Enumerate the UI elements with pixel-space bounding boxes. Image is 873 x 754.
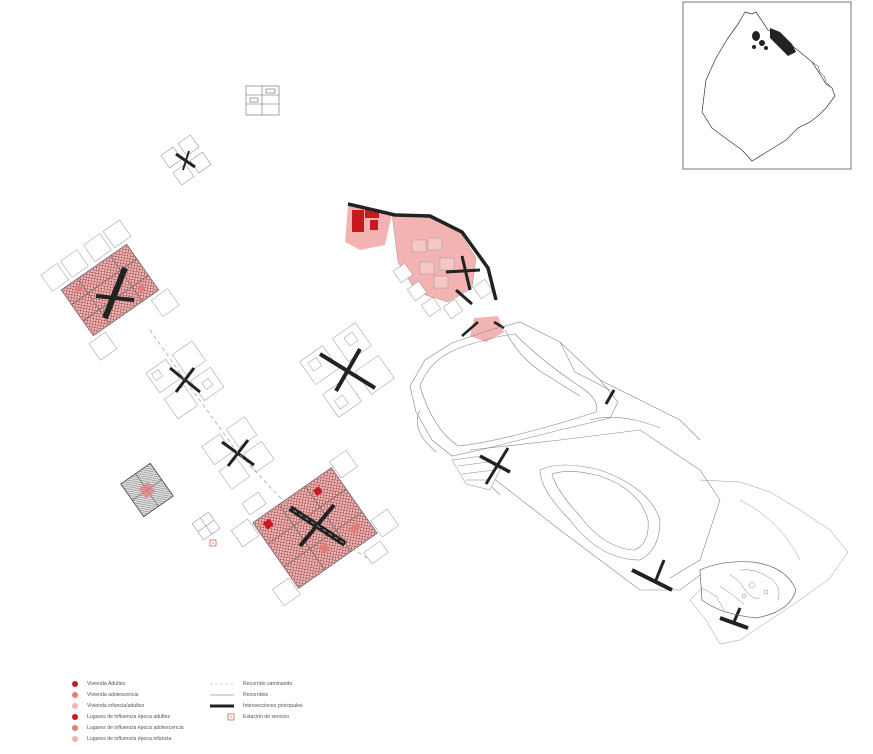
gas-station-icon xyxy=(209,539,217,547)
block-grey-hatched xyxy=(120,462,174,518)
road-park-a xyxy=(479,454,511,474)
highlight-zones xyxy=(752,28,796,56)
legend-right-swatches xyxy=(210,683,235,721)
main-road-upper xyxy=(347,202,498,301)
neighborhood-left xyxy=(40,219,180,361)
neighborhood-upper-right xyxy=(345,202,505,342)
road-park-c xyxy=(604,389,616,405)
gas-station-legend-icon xyxy=(227,713,235,721)
road-park-d xyxy=(631,568,673,592)
road-park-e xyxy=(719,616,749,630)
intersection-center xyxy=(299,322,395,418)
block-small-station xyxy=(191,511,221,547)
road-park-b xyxy=(484,447,510,485)
intersection-top-left xyxy=(160,134,212,186)
reserve-area xyxy=(689,479,849,645)
reserve-paths xyxy=(689,569,780,611)
park-area xyxy=(409,321,721,591)
intersection-lower xyxy=(201,416,275,490)
intersection-center-left xyxy=(145,340,225,420)
block-top-small xyxy=(245,85,280,116)
neighborhood-lower xyxy=(230,449,400,607)
inset-locator-map xyxy=(682,1,852,170)
main-road-left xyxy=(102,266,128,320)
